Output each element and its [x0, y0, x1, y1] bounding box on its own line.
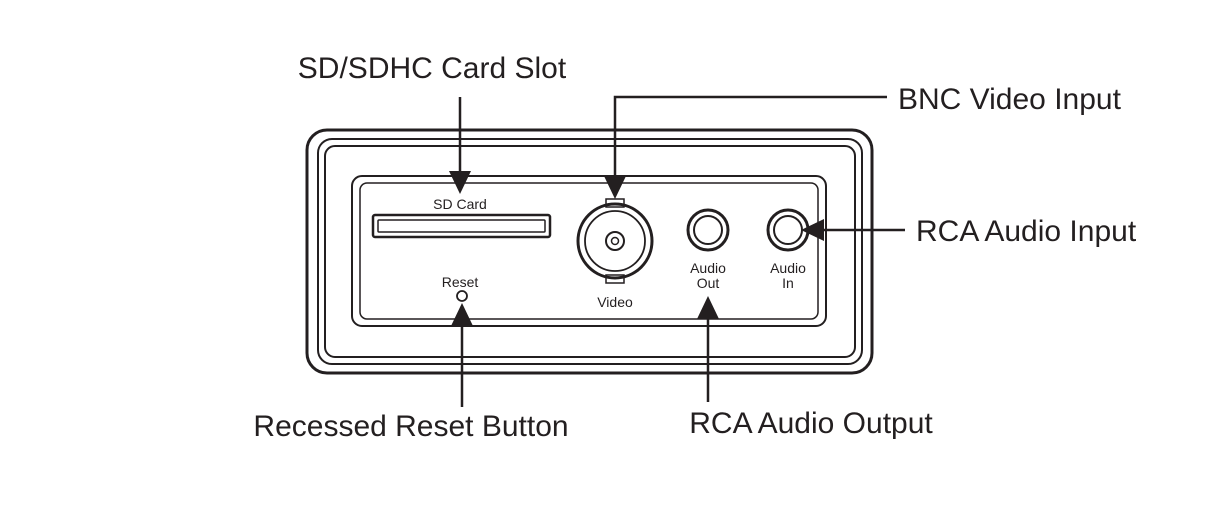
callout-sd-slot-text: SD/SDHC Card Slot: [298, 52, 567, 85]
audio-out-outer-ring: [686, 208, 730, 252]
housing-middle-frame: [317, 138, 863, 365]
arrowhead-up-icon: [697, 296, 719, 319]
connector-plate: [351, 175, 827, 327]
callout-reset-button: Recessed Reset Button: [253, 303, 569, 443]
housing-inner-frame: [324, 145, 856, 358]
callout-bnc-video-leader: [613, 95, 887, 185]
callout-rca-audio-out: RCA Audio Output: [689, 296, 933, 440]
bnc-pin-ring: [605, 231, 625, 251]
callout-bnc-video: BNC Video Input: [604, 83, 1122, 199]
sd-slot-outer: [371, 213, 552, 239]
rca-audio-in-jack: Audio In: [766, 208, 810, 291]
callout-reset-button-text: Recessed Reset Button: [253, 410, 568, 443]
bnc-outer-ring: [576, 202, 654, 280]
bnc-video-connector: Video: [576, 198, 654, 310]
sd-card-slot: SD Card: [371, 196, 552, 239]
arrowhead-down-icon: [449, 171, 471, 194]
reset-hole-icon: [456, 290, 468, 302]
callout-rca-audio-in: RCA Audio Input: [801, 215, 1137, 248]
plate-inner-edge: [359, 182, 819, 320]
arrowhead-left-icon: [801, 219, 824, 241]
audio-in-label-line2: In: [782, 275, 794, 291]
housing-outer-frame: [305, 128, 874, 375]
plate-outer-edge: [351, 175, 827, 327]
callout-rca-audio-in-text: RCA Audio Input: [916, 215, 1137, 248]
arrowhead-up-icon: [451, 303, 473, 326]
sd-card-label: SD Card: [433, 196, 487, 212]
audio-in-inner-ring: [773, 215, 803, 245]
rca-audio-out-jack: Audio Out: [686, 208, 730, 291]
callout-rca-audio-out-text: RCA Audio Output: [689, 407, 933, 440]
audio-out-label-line2: Out: [697, 275, 720, 291]
sd-slot-inner: [377, 219, 546, 233]
audio-in-label-line1: Audio: [770, 260, 806, 276]
bnc-center-pin: [610, 236, 620, 246]
callout-sd-slot: SD/SDHC Card Slot: [298, 52, 567, 194]
bnc-inner-ring: [584, 210, 646, 272]
callout-bnc-video-text: BNC Video Input: [898, 83, 1122, 116]
audio-out-label-line1: Audio: [690, 260, 726, 276]
reset-label: Reset: [442, 274, 479, 290]
device-housing: [305, 128, 874, 375]
bnc-bottom-tab: [605, 274, 625, 284]
audio-out-inner-ring: [693, 215, 723, 245]
arrowhead-down-icon: [604, 176, 626, 199]
reset-pinhole: Reset: [442, 274, 479, 302]
video-label: Video: [597, 294, 633, 310]
